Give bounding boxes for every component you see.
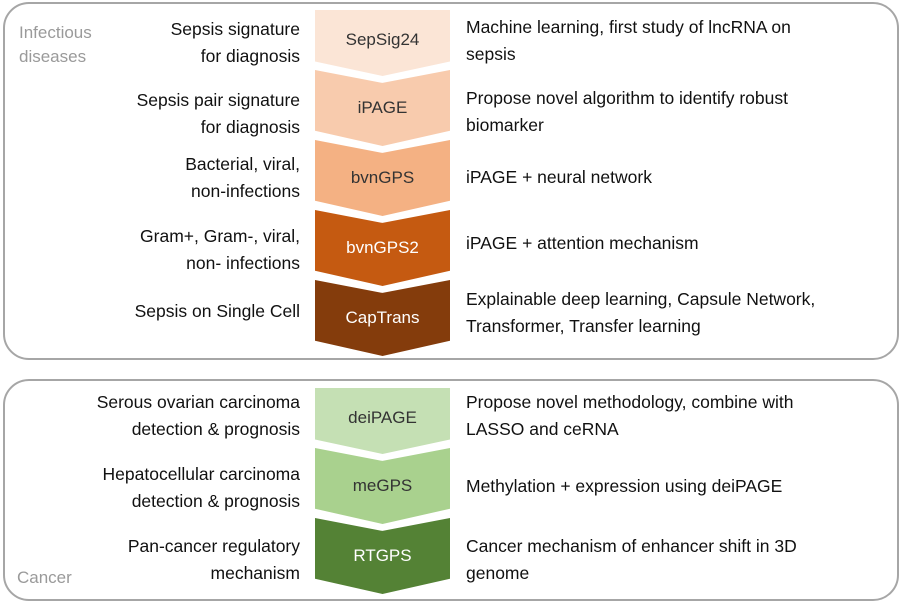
task-label-bvngps2: Gram+, Gram-, viral, non- infections xyxy=(140,226,300,273)
description-bvngps: iPAGE + neural network xyxy=(466,167,652,187)
method-chevron-bvngps: bvnGPS xyxy=(315,140,450,216)
description-megps: Methylation + expression using deiPAGE xyxy=(466,476,783,496)
task-label-sepsig24: Sepsis signature for diagnosis xyxy=(170,19,300,66)
description-sepsig24: Machine learning, first study of lncRNA … xyxy=(466,17,791,64)
method-name-ipage: iPAGE xyxy=(357,98,408,117)
cancer-panel xyxy=(3,379,899,601)
task-label-deipage: Serous ovarian carcinoma detection & pro… xyxy=(96,392,300,439)
task-label-captrans: Sepsis on Single Cell xyxy=(134,301,300,321)
method-name-rtgps: RTGPS xyxy=(353,546,412,565)
infectious-diseases-label: Infectious diseases xyxy=(19,23,92,66)
method-name-bvngps: bvnGPS xyxy=(350,168,415,187)
task-label-ipage: Sepsis pair signature for diagnosis xyxy=(136,90,300,137)
description-deipage: Propose novel methodology, combine with … xyxy=(466,392,794,439)
description-ipage: Propose novel algorithm to identify robu… xyxy=(466,88,788,135)
method-name-captrans: CapTrans xyxy=(345,308,420,327)
cancer-label: Cancer xyxy=(17,568,72,587)
task-label-megps: Hepatocellular carcinoma detection & pro… xyxy=(102,464,300,511)
description-captrans: Explainable deep learning, Capsule Netwo… xyxy=(466,289,816,336)
method-name-megps: meGPS xyxy=(352,476,413,495)
method-chevron-deipage: deiPAGE xyxy=(315,388,450,454)
task-label-rtgps: Pan-cancer regulatory mechanism xyxy=(127,536,300,583)
method-chevron-captrans: CapTrans xyxy=(315,280,450,356)
infectious-diseases-panel xyxy=(3,2,899,360)
method-name-sepsig24: SepSig24 xyxy=(345,30,420,49)
task-label-bvngps: Bacterial, viral, non-infections xyxy=(185,154,300,201)
description-rtgps: Cancer mechanism of enhancer shift in 3D… xyxy=(466,536,797,583)
method-name-bvngps2: bvnGPS2 xyxy=(346,238,419,257)
method-name-deipage: deiPAGE xyxy=(348,408,417,427)
description-bvngps2: iPAGE + attention mechanism xyxy=(466,233,699,253)
method-chevron-sepsig24: SepSig24 xyxy=(315,10,450,76)
